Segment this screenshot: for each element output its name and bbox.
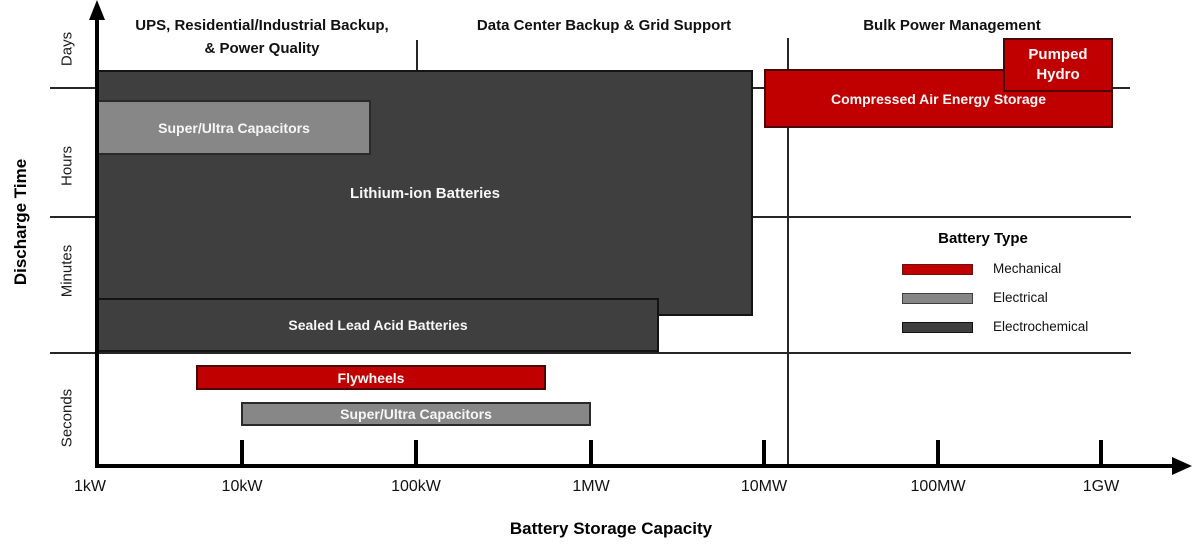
xtick-label-10mw: 10MW	[740, 478, 788, 495]
legend-label-electrical: Electrical	[993, 290, 1048, 305]
xtick-label-1gw: 1GW	[1082, 478, 1120, 495]
region-header-ups: UPS, Residential/Industrial Backup, & Po…	[135, 17, 389, 57]
region-header-datacenter: Data Center Backup & Grid Support	[476, 17, 732, 34]
xtick-1MW	[589, 440, 593, 466]
yband-label-hours: Hours	[58, 145, 76, 187]
divider-ups-datacenter	[416, 40, 418, 70]
gridline-minutes-seconds	[50, 352, 1131, 354]
xtick-10MW	[762, 440, 766, 466]
x-axis-arrowhead-icon	[1172, 457, 1192, 475]
xtick-100kW	[414, 440, 418, 466]
yband-label-minutes: Minutes	[58, 244, 76, 298]
region-header-bulk-power: Bulk Power Management	[863, 17, 1041, 34]
legend-label-mechanical: Mechanical	[993, 261, 1062, 276]
xtick-10kW	[240, 440, 244, 466]
legend-swatch-electrochemical	[902, 322, 973, 333]
yband-label-seconds: Seconds	[58, 388, 76, 448]
box-super-ultra-capacitors-hours: Super/Ultra Capacitors	[97, 100, 371, 155]
x-axis-title: Battery Storage Capacity	[509, 519, 713, 538]
box-super-ultra-capacitors-seconds: Super/Ultra Capacitors	[241, 402, 591, 426]
y-axis-arrowhead-icon	[89, 0, 105, 20]
xtick-label-100mw: 100MW	[910, 478, 966, 495]
xtick-label-10kw: 10kW	[221, 478, 263, 495]
xtick-label-1kw: 1kW	[74, 478, 106, 495]
box-pumped-hydro: Pumped Hydro	[1003, 38, 1113, 92]
legend-swatch-mechanical	[902, 264, 973, 275]
xtick-100MW	[936, 440, 940, 466]
box-flywheels: Flywheels	[196, 365, 546, 390]
legend-label-electrochemical: Electrochemical	[993, 319, 1089, 334]
legend-title: Battery Type	[938, 230, 1028, 247]
xtick-label-1mw: 1MW	[572, 478, 610, 495]
legend-swatch-electrical	[902, 293, 973, 304]
box-sealed-lead-acid-batteries: Sealed Lead Acid Batteries	[97, 298, 659, 352]
divider-datacenter-bulk	[787, 38, 789, 466]
yband-label-days: Days	[58, 31, 76, 67]
box-compressed-air-energy-storage: Compressed Air Energy Storage	[764, 69, 1113, 128]
y-axis-line	[95, 14, 99, 468]
y-axis-title: Discharge Time	[11, 158, 30, 286]
xtick-label-100kw: 100kW	[391, 478, 441, 495]
xtick-1GW	[1099, 440, 1103, 466]
x-axis-line	[95, 464, 1175, 468]
